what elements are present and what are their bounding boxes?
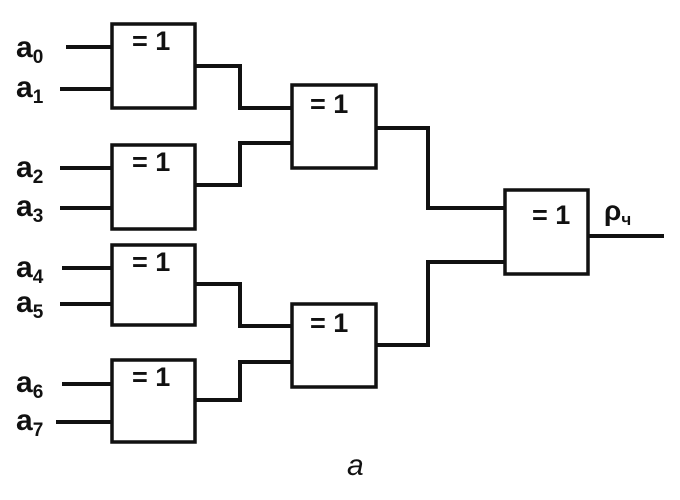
xor-gate-2: = 1 (110, 143, 197, 231)
xor-gate-5: = 1 (290, 83, 378, 170)
gate-label: = 1 (132, 362, 170, 392)
gate-label: = 1 (132, 147, 170, 177)
wire-g4-g6 (193, 360, 294, 402)
xor-gate-3: = 1 (110, 243, 197, 327)
wire-g1-g5 (193, 64, 294, 110)
input-label-a4: a4 (16, 251, 44, 288)
input-label-a0: a0 (16, 31, 43, 68)
internal-wires (193, 64, 664, 402)
gate-label: = 1 (310, 89, 348, 119)
xor-gate-7: = 1 (503, 188, 590, 276)
input-label-a3: a3 (16, 190, 43, 227)
xor-gate-1: = 1 (110, 22, 197, 110)
input-label-a7: a7 (16, 404, 43, 441)
input-labels: a0 a1 a2 a3 a4 a5 a6 a7 (16, 31, 44, 441)
input-label-a5: a5 (16, 286, 44, 323)
input-label-a2: a2 (16, 151, 43, 188)
gate-label: = 1 (132, 247, 170, 277)
wire-g5-g7 (374, 126, 507, 210)
wire-g6-g7 (374, 260, 507, 347)
gate-label: = 1 (132, 26, 170, 56)
output-label: ρч (604, 195, 631, 229)
xor-gate-6: = 1 (290, 302, 378, 389)
gate-label: = 1 (532, 200, 570, 230)
xor-gate-4: = 1 (110, 358, 197, 444)
figure-caption: a (347, 449, 364, 482)
input-wires (56, 45, 114, 424)
wire-g3-g6 (193, 282, 294, 328)
gate-label: = 1 (310, 308, 348, 338)
input-label-a6: a6 (16, 366, 43, 403)
wire-g2-g5 (193, 141, 294, 187)
input-label-a1: a1 (16, 71, 44, 108)
